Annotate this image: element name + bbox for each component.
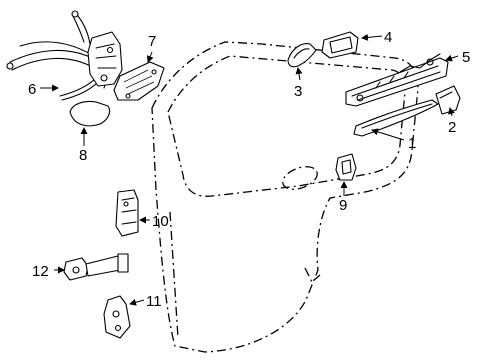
callout-7: 7 [148,33,156,50]
cover-plate [321,31,359,59]
callout-1: 1 [408,135,416,152]
inside-handle [113,61,165,101]
callout-6: 6 [28,81,36,98]
callout-8: 8 [79,147,87,164]
key-cylinder-cap [435,85,461,115]
handle-gasket [287,43,317,68]
callout-5: 5 [462,49,470,66]
callout-9: 9 [339,197,347,214]
callout-10: 10 [152,213,169,230]
callout-labels: 1 2 3 4 5 6 7 8 9 10 11 12 [28,29,470,310]
handle-frame [345,53,449,107]
callout-4: 4 [384,29,392,46]
callout-2: 2 [448,119,456,136]
door-check [63,253,129,281]
callout-11: 11 [146,293,162,310]
leader-lines [40,33,459,306]
outside-handle [353,99,439,137]
callout-3: 3 [294,83,302,100]
handle-cap-8 [69,100,111,127]
rear-door-outline [151,41,419,353]
callout-12: 12 [32,263,49,280]
door-hinge-11 [103,295,131,339]
latch-cable-assembly [6,10,123,101]
striker [335,153,357,181]
door-hinge-10 [115,189,139,237]
